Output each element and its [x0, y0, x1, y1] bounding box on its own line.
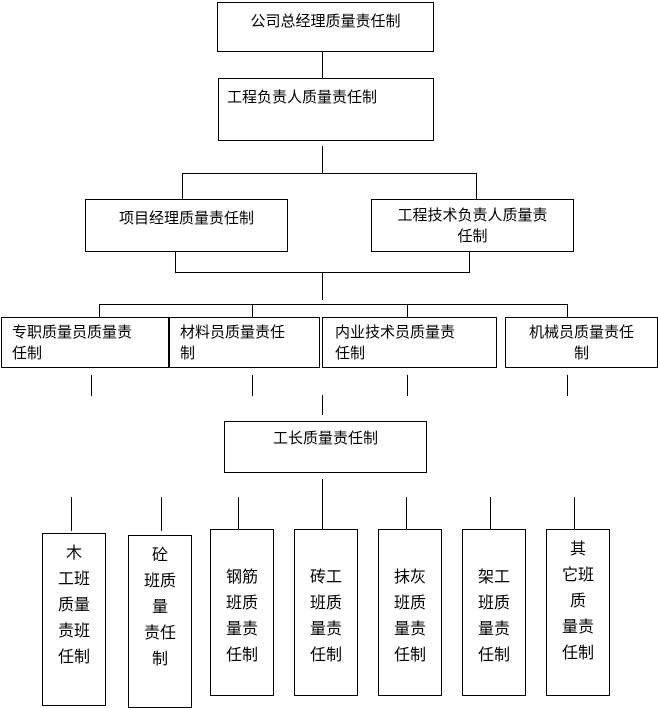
box-text-line: 任制 [309, 645, 342, 664]
mechanical-officer-box: 机械员质量责任 制 [505, 317, 658, 368]
box-text-line: 班质 [393, 593, 426, 612]
box-text-line: 制 [573, 344, 589, 362]
box-text-line: 架工 [477, 567, 510, 586]
box-text-line: 量责 [225, 619, 258, 638]
box-text-line: 砖工 [309, 567, 342, 586]
box-text-line: 木 [65, 543, 82, 562]
box-text-line: 量责 [393, 619, 426, 638]
internal-technician-box: 内业技术员质量责 任制 [322, 317, 497, 368]
box-text-line: 公司总经理质量责任制 [250, 12, 401, 30]
box-text-line: 责任 [143, 623, 176, 642]
box-text-line: 班质 [225, 593, 258, 612]
box-text-line: 量 [151, 597, 168, 616]
tech-lead-quality-box: 工程技术负责人质量责 任制 [371, 199, 574, 252]
box-text-line: 质 [569, 591, 586, 610]
company-gm-quality-box: 公司总经理质量责任制 [217, 2, 434, 52]
box-text-line: 责班 [57, 621, 90, 640]
box-text-line: 工长质量责任制 [272, 429, 378, 447]
box-text-line: 其 [569, 539, 586, 558]
box-text-line: 工程技术负责人质量责 [397, 206, 548, 224]
box-text-line: 制 [180, 344, 196, 362]
box-text-line: 任制 [12, 344, 43, 362]
team-box-carpentry: 木 工班 质量 责班 任制 [42, 533, 106, 706]
box-text-line: 量责 [561, 617, 594, 636]
quality-inspector-box: 专职质量员质量责 任制 [1, 317, 169, 368]
box-text-line: 任制 [335, 344, 366, 362]
box-text-line: 材料员质量责任 [180, 323, 286, 341]
box-text-line: 内业技术员质量责 [335, 323, 456, 341]
team-box-masonry: 砖工 班质 量责 任制 [294, 529, 358, 696]
box-text-line: 质量 [57, 595, 90, 614]
box-text-line: 专职质量员质量责 [12, 323, 133, 341]
box-text-line: 任制 [225, 645, 258, 664]
box-text-line: 它班 [561, 565, 594, 584]
box-text-line: 任制 [393, 645, 426, 664]
box-text-line: 班质 [309, 593, 342, 612]
box-text-line: 工程负责人质量责任制 [227, 88, 378, 106]
box-text-line: 工班 [57, 569, 90, 588]
box-text-line: 钢筋 [225, 567, 258, 586]
box-text-line: 量责 [309, 619, 342, 638]
team-box-concrete: 砼 班质 量 责任 制 [128, 535, 192, 708]
engineering-lead-quality-box: 工程负责人质量责任制 [218, 78, 434, 141]
materials-officer-box: 材料员质量责任 制 [169, 317, 320, 368]
team-box-rebar: 钢筋 班质 量责 任制 [210, 529, 274, 696]
box-text-line: 班质 [143, 571, 176, 590]
team-box-other: 其 它班 质 量责 任制 [546, 529, 610, 696]
box-text-line: 项目经理质量责任制 [118, 209, 254, 227]
box-text-line: 砼 [151, 545, 168, 564]
box-text-line: 制 [151, 649, 168, 668]
team-box-plastering: 抹灰 班质 量责 任制 [378, 529, 442, 696]
box-text-line: 任制 [57, 647, 90, 666]
box-text-line: 任制 [457, 227, 488, 245]
foreman-quality-box: 工长质量责任制 [224, 421, 427, 473]
box-text-line: 抹灰 [393, 567, 426, 586]
box-text-line: 班质 [477, 593, 510, 612]
project-manager-quality-box: 项目经理质量责任制 [85, 199, 288, 252]
box-text-line: 量责 [477, 619, 510, 638]
box-text-line: 任制 [477, 645, 510, 664]
box-text-line: 机械员质量责任 [528, 323, 634, 341]
box-text-line: 任制 [561, 643, 594, 662]
team-box-scaffolding: 架工 班质 量责 任制 [462, 529, 526, 696]
